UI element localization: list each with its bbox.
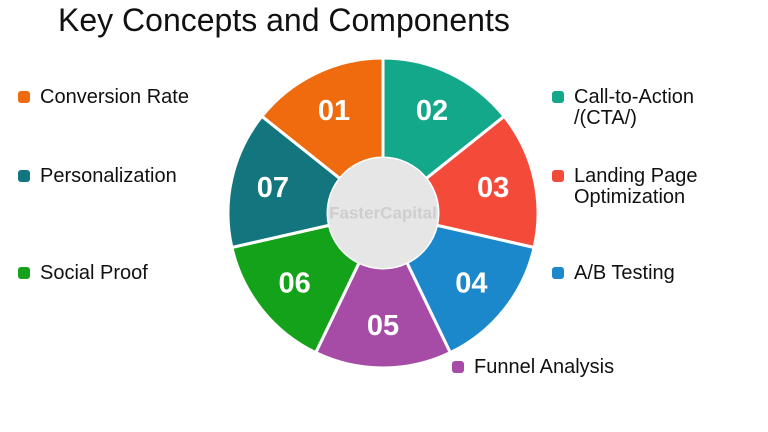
legend-label: Personalization bbox=[40, 165, 177, 187]
legend-label: Call-to-Action /(CTA/) bbox=[574, 86, 695, 129]
legend-label: Funnel Analysis bbox=[474, 356, 615, 378]
legend-marker bbox=[18, 170, 30, 182]
segment-number: 06 bbox=[279, 267, 311, 299]
watermark-text: FasterCapital bbox=[329, 204, 437, 223]
segment-number: 04 bbox=[455, 267, 487, 299]
legend-item-landing-page-optimization: Landing Page Optimization bbox=[552, 166, 697, 208]
legend-marker bbox=[552, 267, 564, 279]
legend-label: Social Proof bbox=[40, 262, 148, 284]
legend-marker bbox=[552, 170, 564, 182]
segment-number: 01 bbox=[318, 95, 350, 127]
segment-number: 02 bbox=[416, 95, 448, 127]
wheel-center bbox=[328, 158, 438, 268]
legend-item-personalization: Personalization bbox=[18, 166, 177, 187]
page-title: Key Concepts and Components bbox=[58, 2, 510, 38]
legend-label: A/B Testing bbox=[574, 262, 675, 284]
legend-label: Conversion Rate bbox=[40, 86, 189, 108]
legend-marker bbox=[452, 361, 464, 373]
legend-marker bbox=[18, 267, 30, 279]
legend-item-social-proof: Social Proof bbox=[18, 263, 148, 284]
legend-marker bbox=[18, 91, 30, 103]
legend-item-call-to-action: Call-to-Action /(CTA/) bbox=[552, 87, 694, 129]
legend-item-conversion-rate: Conversion Rate bbox=[18, 87, 189, 108]
legend-marker bbox=[552, 91, 564, 103]
segment-number: 05 bbox=[367, 310, 399, 342]
legend-item-funnel-analysis: Funnel Analysis bbox=[452, 357, 614, 378]
legend-label: Landing Page Optimization bbox=[574, 165, 698, 208]
legend-item-ab-testing: A/B Testing bbox=[552, 263, 675, 284]
segment-number: 03 bbox=[477, 172, 509, 204]
segment-number: 07 bbox=[257, 172, 289, 204]
